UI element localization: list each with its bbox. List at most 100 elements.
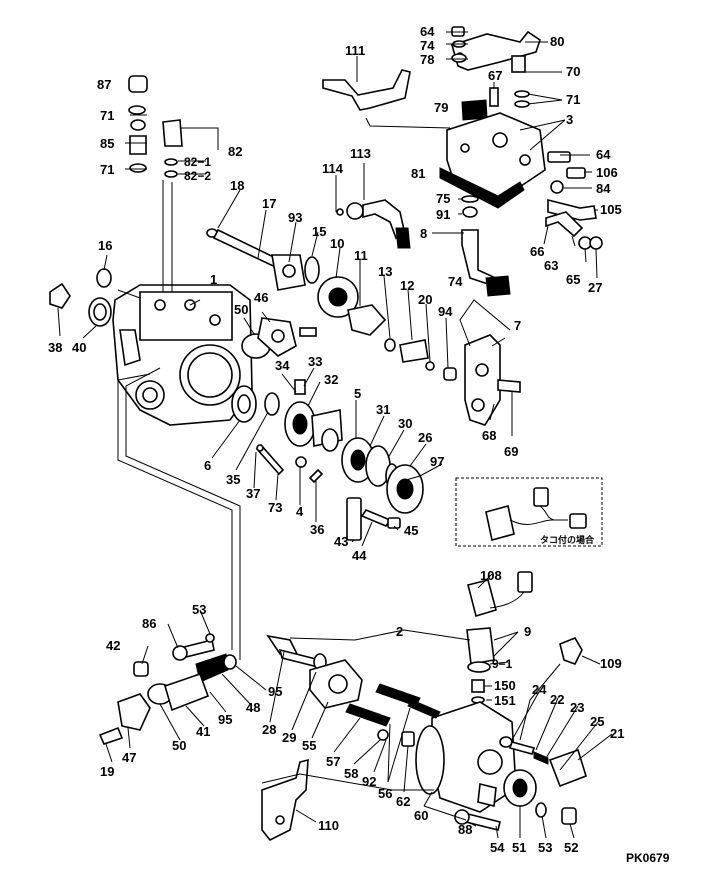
label-150: 150 [494, 678, 516, 693]
drawing-code: PK0679 [626, 851, 670, 865]
label-53-right: 53 [538, 840, 552, 855]
label-51: 51 [512, 840, 526, 855]
label-67: 67 [488, 68, 502, 83]
label-69: 69 [504, 444, 518, 459]
label-24: 24 [532, 682, 547, 697]
label-97: 97 [430, 454, 444, 469]
label-23: 23 [570, 700, 584, 715]
label-64-right: 64 [596, 147, 611, 162]
label-41: 41 [196, 724, 210, 739]
label-95-right: 95 [268, 684, 282, 699]
label-30: 30 [398, 416, 412, 431]
label-82: 82 [228, 144, 242, 159]
label-17: 17 [262, 196, 276, 211]
label-109: 109 [600, 656, 622, 671]
label-56: 56 [378, 786, 392, 801]
label-65: 65 [566, 272, 580, 287]
label-108: 108 [480, 568, 502, 583]
label-53-left: 53 [192, 602, 206, 617]
label-35: 35 [226, 472, 240, 487]
label-40: 40 [72, 340, 86, 355]
label-9-1: 9−1 [492, 657, 513, 671]
label-32: 32 [324, 372, 338, 387]
label-105: 105 [600, 202, 622, 217]
label-94: 94 [438, 304, 453, 319]
label-47: 47 [122, 750, 136, 765]
label-19: 19 [100, 764, 114, 779]
label-42: 42 [106, 638, 120, 653]
label-34: 34 [275, 358, 290, 373]
label-85: 85 [100, 136, 114, 151]
label-74-top: 74 [420, 38, 435, 53]
label-71-lower-left: 71 [100, 162, 114, 177]
label-36: 36 [310, 522, 324, 537]
label-50-bottom: 50 [172, 738, 186, 753]
part-shapes [49, 26, 603, 842]
label-79: 79 [434, 100, 448, 115]
label-113: 113 [350, 146, 371, 161]
label-21: 21 [610, 726, 624, 741]
label-81: 81 [411, 166, 425, 181]
label-57: 57 [326, 754, 340, 769]
label-88: 88 [458, 822, 472, 837]
label-22: 22 [550, 692, 564, 707]
label-25: 25 [590, 714, 604, 729]
label-18: 18 [230, 178, 244, 193]
label-73: 73 [268, 500, 282, 515]
label-111: 111 [345, 43, 365, 58]
label-82-1: 82−1 [184, 155, 211, 169]
label-33: 33 [308, 354, 322, 369]
label-16: 16 [98, 238, 112, 253]
label-93: 93 [288, 210, 302, 225]
label-31: 31 [376, 402, 390, 417]
label-50-top: 50 [234, 302, 248, 317]
label-8: 8 [420, 226, 427, 241]
label-44: 44 [352, 548, 367, 563]
label-58: 58 [344, 766, 358, 781]
label-78: 78 [420, 52, 434, 67]
label-27: 27 [588, 280, 602, 295]
label-71-upper-left: 71 [100, 108, 114, 123]
label-86: 86 [142, 616, 156, 631]
label-9: 9 [524, 624, 531, 639]
label-63: 63 [544, 258, 558, 273]
label-82-2: 82−2 [184, 169, 211, 183]
label-55: 55 [302, 738, 316, 753]
label-15: 15 [312, 224, 326, 239]
label-7: 7 [514, 318, 521, 333]
label-13: 13 [378, 264, 392, 279]
label-3: 3 [566, 112, 573, 127]
label-71-right: 71 [566, 92, 580, 107]
leader-lines [57, 31, 613, 839]
label-114: 114 [322, 161, 344, 176]
label-46: 46 [254, 290, 268, 305]
label-74-mid: 74 [448, 274, 463, 289]
label-66: 66 [530, 244, 544, 259]
label-5: 5 [354, 386, 361, 401]
label-4: 4 [296, 504, 304, 519]
label-75: 75 [436, 191, 450, 206]
label-151: 151 [494, 693, 516, 708]
label-11: 11 [354, 248, 368, 263]
label-68: 68 [482, 428, 496, 443]
label-26: 26 [418, 430, 432, 445]
label-87: 87 [97, 77, 111, 92]
label-37: 37 [246, 486, 260, 501]
label-28: 28 [262, 722, 276, 737]
label-95-left: 95 [218, 712, 232, 727]
label-106: 106 [596, 165, 618, 180]
label-12: 12 [400, 278, 414, 293]
label-45: 45 [404, 523, 418, 538]
label-84: 84 [596, 181, 611, 196]
label-43: 43 [334, 534, 348, 549]
label-80: 80 [550, 34, 564, 49]
label-6: 6 [204, 458, 211, 473]
label-2: 2 [396, 624, 403, 639]
label-29: 29 [282, 730, 296, 745]
label-62: 62 [396, 794, 410, 809]
label-64-top: 64 [420, 24, 435, 39]
label-92: 92 [362, 774, 376, 789]
part-labels: 111 64 74 78 80 70 67 71 79 3 87 71 85 8… [48, 24, 670, 865]
label-60: 60 [414, 808, 428, 823]
label-38: 38 [48, 340, 62, 355]
